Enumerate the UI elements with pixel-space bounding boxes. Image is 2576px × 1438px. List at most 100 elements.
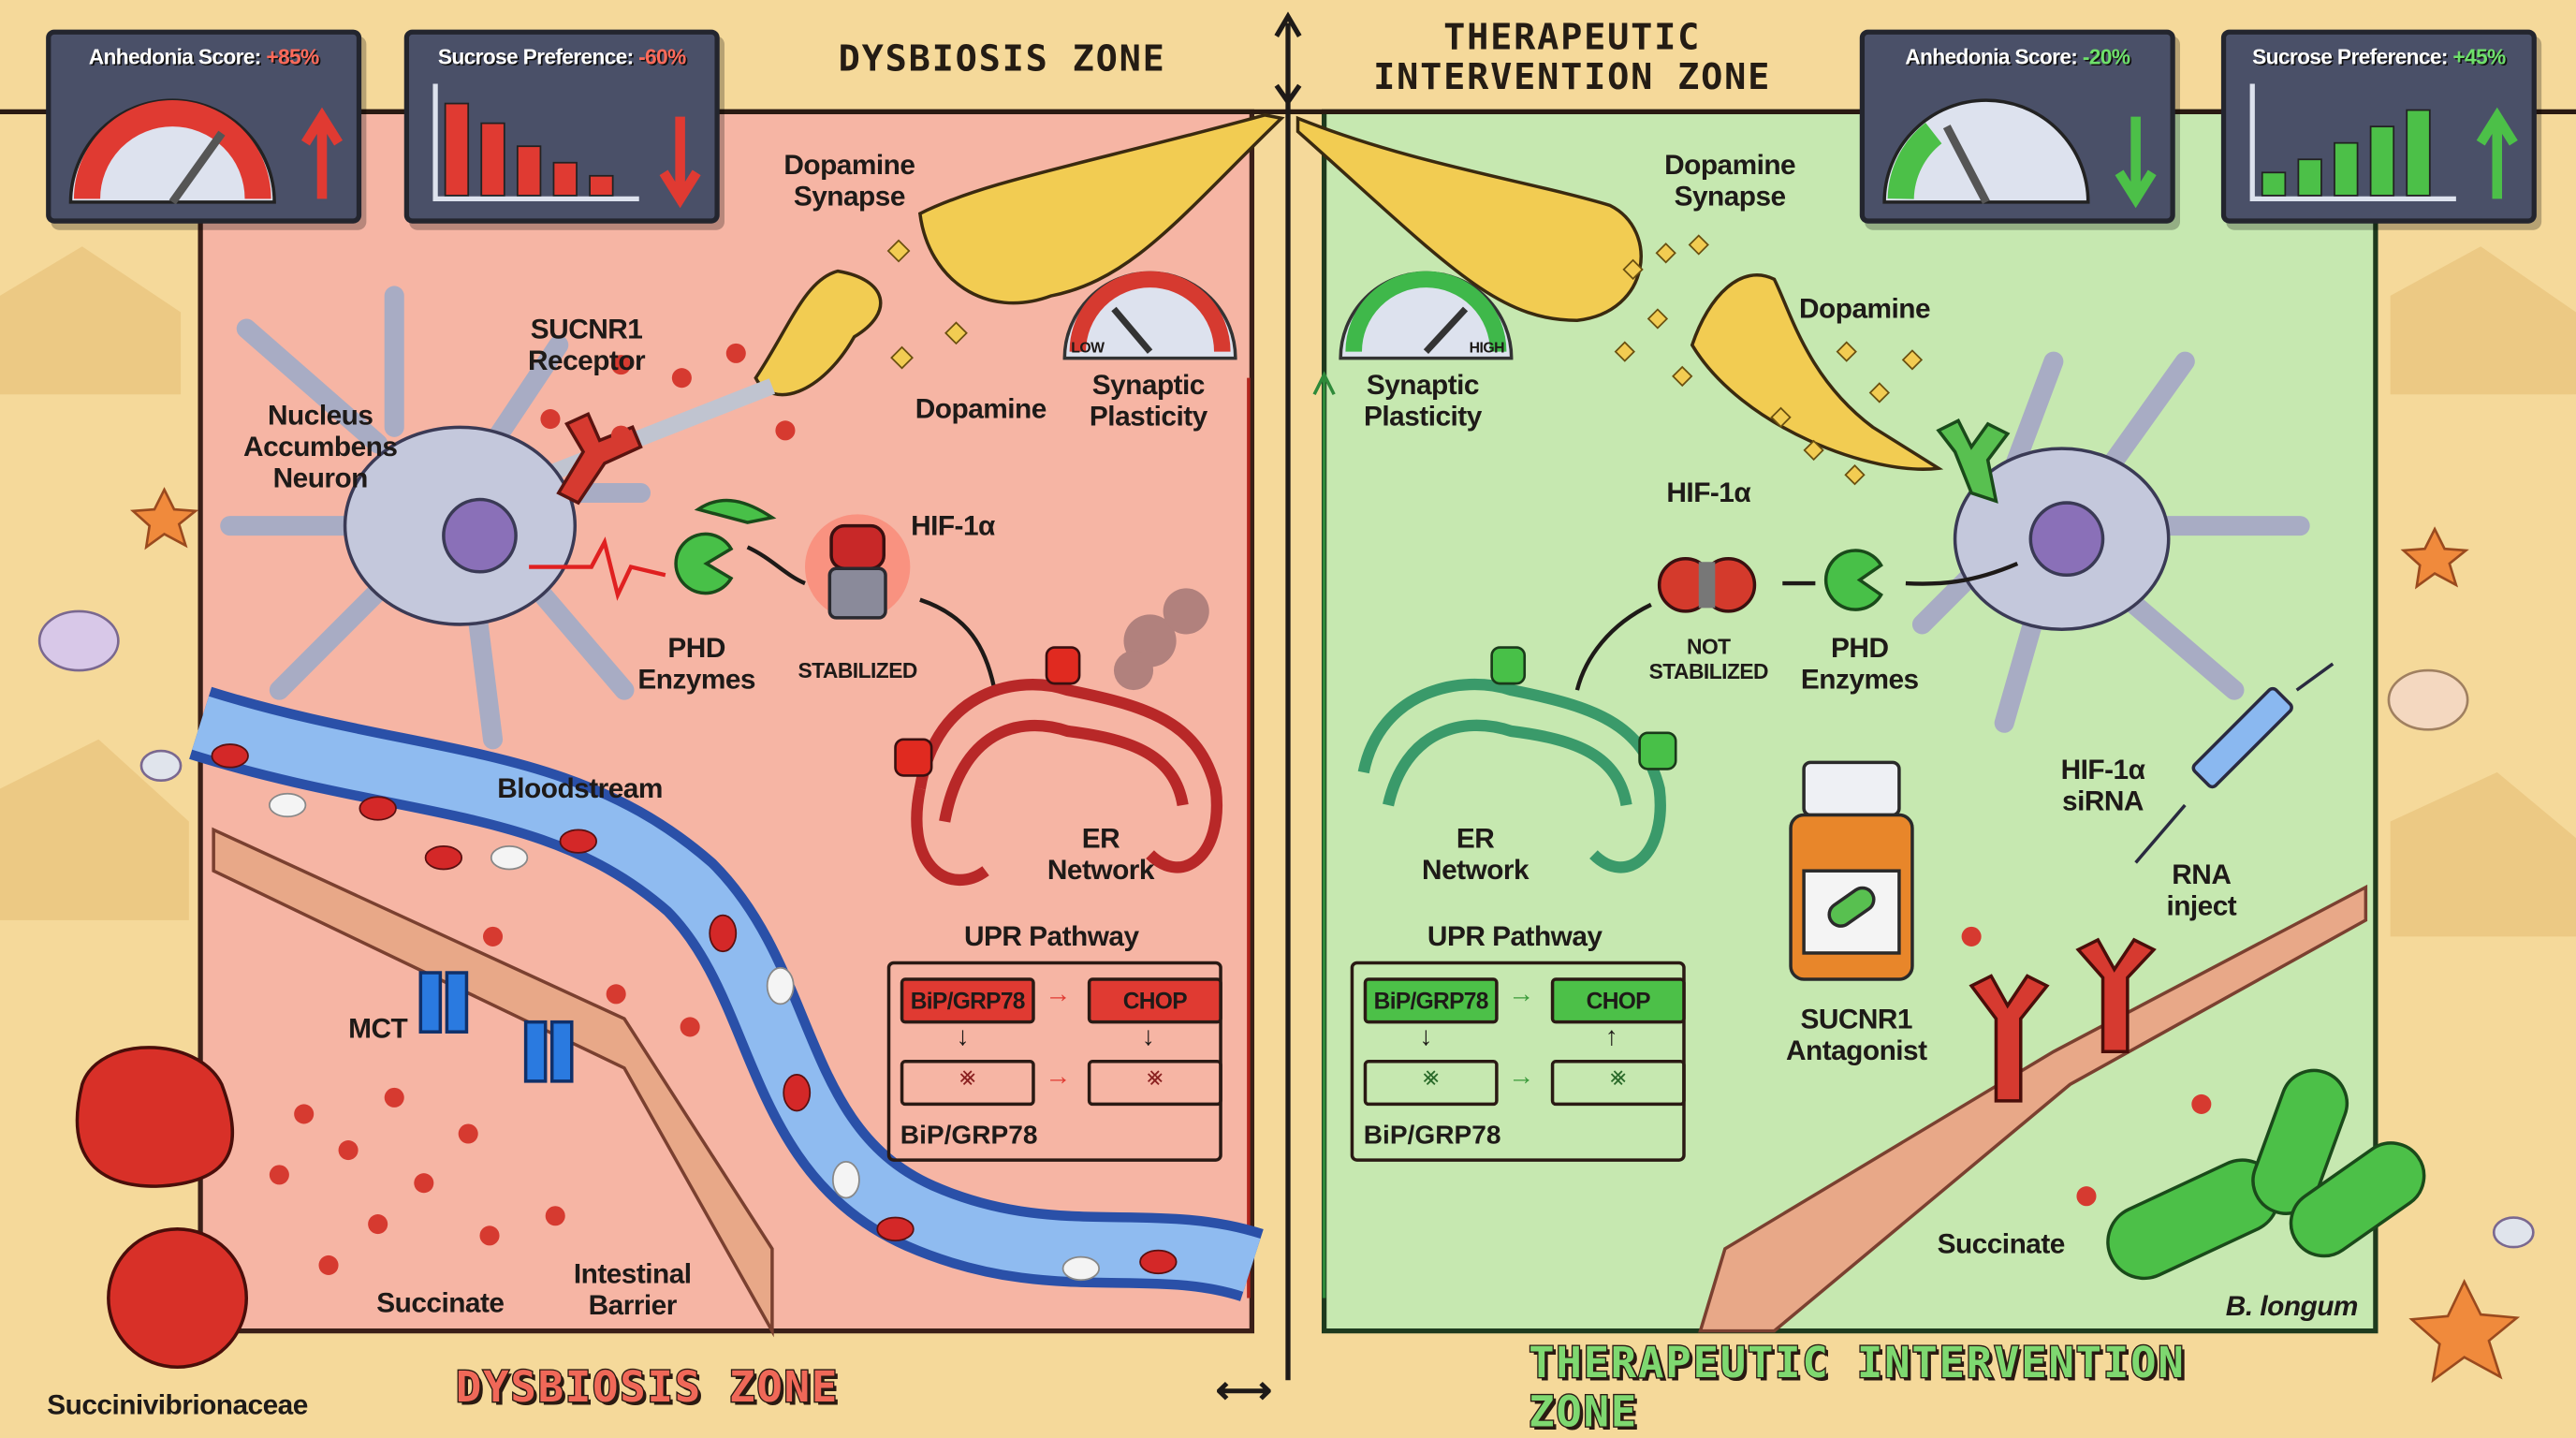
mct-transporter-icon bbox=[418, 971, 574, 1083]
arrow-right-icon: → bbox=[1045, 980, 1072, 1009]
succinate-label: Succinate bbox=[1937, 1227, 2066, 1260]
sucrose-bar-chart bbox=[2249, 83, 2518, 201]
anhedonia-gauge bbox=[68, 98, 344, 205]
bloodstream-label: Bloodstream bbox=[497, 772, 663, 805]
dysbiosis-zone-title: DYSBIOSIS ZONE bbox=[838, 39, 1166, 81]
synaptic-plasticity-gauge-high bbox=[1339, 271, 1514, 360]
succinate-label: Succinate bbox=[376, 1287, 505, 1319]
mct-label: MCT bbox=[348, 1013, 408, 1045]
sucrose-bar-chart bbox=[432, 83, 701, 209]
gauge-high-label: HIGH bbox=[1469, 339, 1505, 356]
dopamine-synapse-left bbox=[538, 113, 1285, 485]
sucnr1-receptor-label: SUCNR1 Receptor bbox=[528, 314, 646, 376]
sucrose-card-therapeutic: Sucrose Preference: +45% bbox=[2220, 29, 2537, 224]
intestinal-barrier-label: Intestinal Barrier bbox=[573, 1258, 692, 1322]
hif-sirna-label: HIF-1α siRNA bbox=[2060, 754, 2145, 817]
center-divider bbox=[1274, 11, 1302, 1381]
therapeutic-zone-footer: THERAPEUTIC INTERVENTION ZONE bbox=[1528, 1338, 2186, 1438]
phd-enzyme-icon-left bbox=[674, 498, 777, 595]
arrow-up-icon bbox=[2476, 107, 2518, 199]
anhedonia-value: -20% bbox=[2082, 44, 2130, 69]
therapeutic-zone-title: THERAPEUTIC INTERVENTION ZONE bbox=[1373, 18, 1772, 99]
sucrose-label: Sucrose Preference: -60% bbox=[437, 44, 686, 69]
upr-footer-label: BiP/GRP78 bbox=[1363, 1122, 1501, 1151]
upr-pathway-title: UPR Pathway bbox=[963, 920, 1139, 953]
bip-node: BiP/GRP78 bbox=[900, 977, 1035, 1024]
alarm-siren-icon-red bbox=[894, 646, 1081, 777]
arrow-right-icon: → bbox=[1508, 980, 1535, 1009]
hif-stabilized-icon bbox=[804, 514, 911, 620]
nucleus-accumbens-neuron bbox=[220, 286, 651, 750]
rna-inject-label: RNA inject bbox=[2166, 858, 2237, 922]
synaptic-plasticity-label: Synaptic Plasticity bbox=[1364, 369, 1482, 433]
phd-enzymes-label: PHD Enzymes bbox=[1800, 632, 1919, 696]
sucnr1-receptor-blocked-icon bbox=[1936, 418, 2011, 504]
arrow-up-icon bbox=[300, 107, 344, 199]
dna-icon: ⨳ bbox=[900, 1060, 1035, 1107]
dopamine-synapse-label: Dopamine Synapse bbox=[1664, 149, 1796, 213]
chop-node: CHOP bbox=[1550, 977, 1686, 1024]
er-network-label: ER Network bbox=[1046, 823, 1155, 886]
dopamine-synapse-label: Dopamine Synapse bbox=[783, 149, 915, 213]
chop-node: CHOP bbox=[1087, 977, 1222, 1024]
dopamine-molecules-left bbox=[886, 239, 968, 370]
seashell-icon bbox=[37, 609, 2535, 1249]
alarm-siren-icon-green bbox=[1490, 646, 1677, 770]
dopamine-label: Dopamine bbox=[1799, 293, 1931, 325]
synaptic-plasticity-label: Synaptic Plasticity bbox=[1089, 369, 1208, 433]
dopamine-label: Dopamine bbox=[915, 393, 1047, 425]
anhedonia-label: Anhedonia Score: +85% bbox=[88, 44, 320, 69]
upr-footer-label: BiP/GRP78 bbox=[900, 1122, 1038, 1151]
hif-label: HIF-1α bbox=[1666, 477, 1751, 509]
upr-pathway-box-dysbiosis: BiP/GRP78 → CHOP ↓ ↓ ⨳ → ⨳ BiP/GRP78 bbox=[886, 961, 1222, 1162]
phd-enzymes-label: PHD Enzymes bbox=[637, 632, 756, 696]
er-network-label: ER Network bbox=[1422, 823, 1530, 886]
dysbiosis-zone-footer: DYSBIOSIS ZONE bbox=[455, 1362, 840, 1414]
blood-cells bbox=[211, 743, 1178, 1282]
intestinal-barrier-right bbox=[1698, 884, 2368, 1333]
anhedonia-value: +85% bbox=[266, 44, 319, 69]
dopamine-molecules-right bbox=[1614, 234, 1924, 486]
anhedonia-card-dysbiosis: Anhedonia Score: +85% bbox=[46, 29, 362, 224]
intestinal-barrier-left bbox=[212, 827, 774, 1338]
sirna-syringe-icon bbox=[2134, 662, 2334, 864]
phd-enzyme-icon-right bbox=[1823, 549, 1883, 611]
b-longum-label: B. longum bbox=[2225, 1290, 2359, 1322]
arrow-down-icon: ↓ bbox=[956, 1023, 970, 1052]
arrow-down-icon: ↓ bbox=[1419, 1023, 1433, 1052]
starfish-icon bbox=[129, 487, 2521, 1384]
succinivibrionaceae-bacteria-icon bbox=[75, 1046, 249, 1369]
sucrose-card-dysbiosis: Sucrose Preference: -60% bbox=[403, 29, 720, 224]
sucrose-label: Sucrose Preference: +45% bbox=[2252, 44, 2506, 69]
arrow-down-icon: ↓ bbox=[1141, 1023, 1155, 1052]
dna-icon: ⨳ bbox=[1363, 1060, 1499, 1107]
sucrose-value: +45% bbox=[2452, 44, 2506, 69]
upr-pathway-title: UPR Pathway bbox=[1427, 920, 1603, 953]
anhedonia-label: Anhedonia Score: -20% bbox=[1905, 44, 2130, 69]
sucnr1-antagonist-label: SUCNR1 Antagonist bbox=[1785, 1004, 1927, 1067]
bip-node: BiP/GRP78 bbox=[1363, 977, 1499, 1024]
er-network-right bbox=[1357, 678, 1666, 873]
anhedonia-card-therapeutic: Anhedonia Score: -20% bbox=[1859, 29, 2175, 224]
synaptic-plasticity-gauge-low bbox=[1062, 271, 1237, 360]
succinivibrionaceae-label: Succinivibrionaceae bbox=[47, 1388, 308, 1421]
neuron-label: Nucleus Accumbens Neuron bbox=[243, 400, 398, 494]
succinate-molecules-top bbox=[540, 343, 796, 446]
sucnr1-antagonist-bottle-icon bbox=[1789, 760, 1914, 981]
signal-wave bbox=[529, 536, 666, 601]
hif-label: HIF-1α bbox=[911, 509, 995, 542]
not-stabilized-label: NOT STABILIZED bbox=[1648, 634, 1769, 684]
gauge-low-label: LOW bbox=[1071, 339, 1105, 356]
smoke-cloud bbox=[1113, 588, 1209, 691]
hif-not-stabilized-icon bbox=[1657, 556, 1757, 613]
dopamine-synapse-right bbox=[1295, 115, 1944, 471]
succinate-molecules-right bbox=[1961, 926, 2212, 1207]
dna-icon: ⨳ bbox=[1087, 1060, 1222, 1107]
er-network-left bbox=[911, 679, 1223, 886]
bidirectional-arrow-icon: ⟷ bbox=[1215, 1368, 1273, 1414]
sand-dunes bbox=[0, 246, 2576, 937]
arrow-right-icon: → bbox=[1508, 1063, 1535, 1092]
anhedonia-gauge bbox=[1882, 98, 2157, 209]
